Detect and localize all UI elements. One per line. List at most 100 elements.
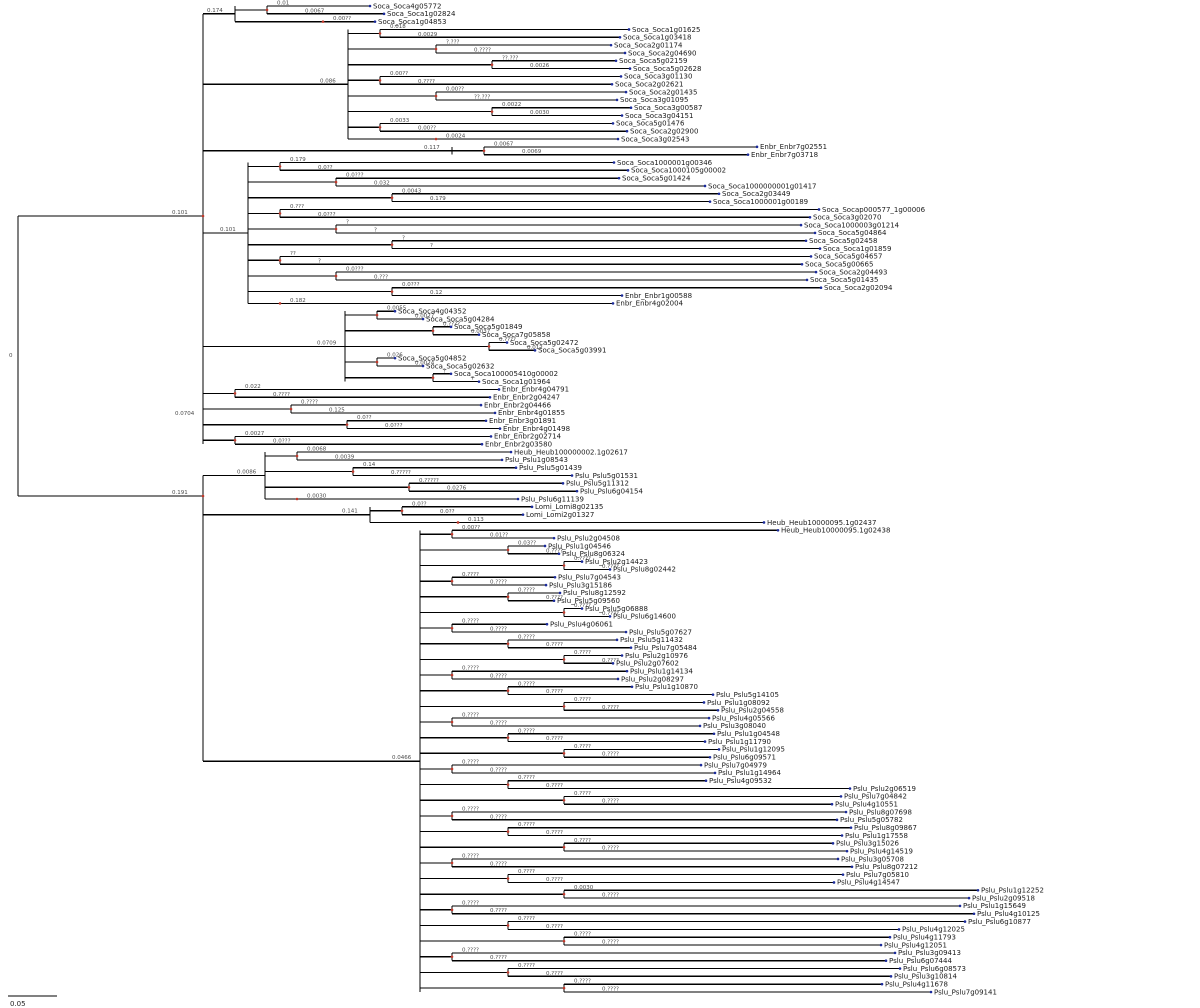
internal-node-marker (233, 392, 237, 395)
leaf-label: Pslu_Pslu5g14105 (716, 691, 779, 699)
leaf-marker (608, 615, 612, 618)
branch-length-label: 0.????? (419, 478, 439, 484)
leaf-marker (972, 912, 976, 916)
leaf-marker (762, 521, 766, 524)
leaf-label: Soca_Soca5g04864 (818, 229, 887, 237)
internal-node-marker (562, 798, 566, 802)
branch-length-label: 0.0?? (318, 165, 333, 171)
branch-length-label: 0.???? (546, 877, 563, 883)
branch-length-label: 0.???? (574, 697, 591, 703)
leaf-marker (698, 724, 702, 728)
leaf-marker (421, 317, 425, 321)
leaf-label: Pslu_Pslu1g14134 (630, 667, 693, 675)
leaf-marker (818, 247, 822, 250)
leaf-label: Pslu_Pslu1g17558 (845, 832, 908, 840)
leaf-label: Soca_Soca3g01130 (624, 73, 692, 81)
leaf-label: Pslu_Pslu7g05810 (846, 871, 909, 879)
internal-branch-label: 0.191 (172, 490, 188, 496)
leaf-label: Pslu_Pslu3g05708 (841, 855, 904, 863)
internal-node-marker (378, 125, 382, 129)
internal-node-marker (562, 845, 566, 849)
internal-node-marker (562, 658, 566, 661)
leaf-label: Pslu_Pslu5g07627 (629, 628, 692, 636)
branch-length-label: 0.???? (546, 642, 563, 648)
leaf-label: Pslu_Pslu2g04508 (557, 534, 620, 542)
leaf-label: Pslu_Pslu2g06519 (853, 785, 916, 793)
leaf-marker (609, 43, 613, 47)
internal-node-marker (506, 783, 510, 786)
branch-length-label: 0.???? (462, 619, 479, 625)
branch-length-label: 0.0276 (447, 486, 467, 492)
branch-length-label: 0.0027 (415, 314, 435, 320)
internal-node-marker (434, 94, 438, 98)
leaf-marker (509, 450, 513, 454)
branch-length-label: 0.0?? (412, 501, 427, 507)
leaf-label: Soca_Soca3g02543 (621, 135, 689, 143)
branch-length-label: 0.0??? (346, 173, 364, 179)
leaf-label: Enbr_Enbr7g02551 (760, 143, 827, 151)
leaf-marker (619, 75, 623, 78)
leaf-marker (703, 740, 707, 743)
leaf-marker (497, 388, 501, 391)
internal-node-marker (278, 212, 282, 215)
leaf-marker (776, 529, 780, 532)
leaf-marker (889, 975, 893, 978)
leaf-marker (836, 857, 840, 861)
branch-length-label: 0.???? (546, 783, 563, 789)
internal-node-marker (295, 454, 299, 458)
leaf-label: Pslu_Pslu1g04546 (548, 542, 611, 550)
branch-length-label: 0.???? (546, 689, 563, 695)
branch-length-label: 0.0030 (307, 494, 327, 500)
leaf-marker (746, 153, 750, 156)
branch-length-label: 0.???? (602, 658, 619, 664)
leaf-label: Enbr_Enbr2g04466 (484, 401, 552, 409)
leaf-marker (545, 622, 549, 626)
leaf-marker (625, 129, 629, 133)
leaf-marker (848, 787, 852, 790)
leaf-marker (480, 442, 484, 446)
tree-internal-nodes (201, 4, 980, 994)
leaf-marker (850, 865, 854, 869)
internal-branch-label: 0.141 (342, 509, 358, 515)
leaf-label: Soca_Soca3g01095 (620, 96, 688, 104)
leaf-label: Soca_Soca2g04493 (819, 268, 887, 276)
internal-node-marker (506, 548, 510, 552)
leaf-label: Soca_Soca2g01435 (629, 88, 697, 96)
internal-node-marker (278, 165, 282, 168)
leaf-marker (477, 333, 481, 336)
branch-length-label: 0.???? (602, 846, 619, 852)
leaf-label: Pslu_Pslu4g10551 (835, 800, 898, 808)
branch-length-label: 0.???? (602, 564, 619, 570)
internal-node-marker (490, 110, 494, 113)
branch-length-label: 0.14 (363, 462, 376, 468)
branch-length-label: 0.???? (546, 595, 563, 601)
branch-length-label: 0.???? (490, 580, 507, 586)
branch-length-label: 0.???? (443, 321, 460, 327)
internal-branch-label: 0.0704 (175, 411, 195, 417)
leaf-label: Pslu_Pslu5g11432 (620, 636, 683, 644)
leaf-marker (393, 356, 397, 360)
leaf-label: Soca_Soca1g02824 (387, 10, 456, 18)
leaf-marker (832, 881, 836, 884)
leaf-label: Soca_Soca5g01849 (454, 323, 522, 331)
internal-node-marker (482, 149, 486, 153)
branch-length-label: 0.0039 (335, 454, 355, 460)
leaf-label: Pslu_Pslu4g05566 (712, 714, 775, 722)
branch-length-label: 0.0029 (418, 32, 438, 38)
branch-length-label: 0.018 (390, 24, 406, 30)
leaf-marker (552, 536, 556, 540)
leaf-marker (708, 200, 712, 203)
leaf-label: Pslu_Pslu5g01439 (519, 464, 582, 472)
branch-length-label: 0.0024 (415, 360, 435, 366)
internal-node-marker (487, 345, 491, 348)
leaf-marker (711, 693, 715, 696)
leaf-marker (612, 161, 616, 164)
leaf-marker (611, 302, 615, 305)
leaf-label: Pslu_Pslu8g02442 (613, 566, 676, 574)
leaf-label: Soca_Soca2g03449 (722, 190, 790, 198)
leaf-label: Soca_Soca4g05772 (373, 2, 441, 10)
leaf-label: Pslu_Pslu2g10976 (625, 652, 688, 660)
internal-node-marker (450, 767, 454, 771)
leaf-marker (477, 380, 481, 383)
